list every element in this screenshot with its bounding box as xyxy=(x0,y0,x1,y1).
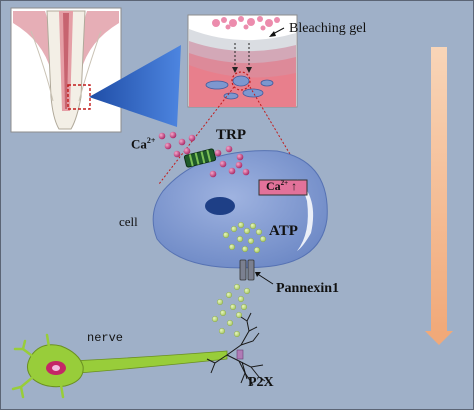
tooth-panel xyxy=(10,7,122,133)
calcium-increase-charge: 2+ xyxy=(280,179,289,187)
zoom-region-marker xyxy=(67,84,91,110)
nucleus xyxy=(205,197,235,215)
trp-label: TRP xyxy=(216,127,246,143)
released-atp xyxy=(211,284,250,338)
nerve-label: nerve xyxy=(87,331,124,345)
p2x-label: P2X xyxy=(248,375,274,390)
calcium-increase-label: Ca2+↑ xyxy=(266,179,297,194)
cell-focus-marker xyxy=(231,71,251,91)
downward-time-arrow-icon xyxy=(425,47,453,345)
bleaching-gel-blob xyxy=(212,16,280,31)
tooth-cross-section-icon xyxy=(13,10,119,130)
calcium-ions xyxy=(158,131,250,178)
neuron xyxy=(11,312,266,399)
calcium-increase-box xyxy=(258,179,308,196)
calcium-ion-label: Ca2+ xyxy=(131,136,155,152)
magnified-inset xyxy=(187,14,298,108)
calcium-increase-symbol: Ca xyxy=(266,179,281,193)
zoom-guide-lines xyxy=(158,86,307,185)
atp-label: ATP xyxy=(269,223,298,239)
nerve-terminals xyxy=(206,312,266,386)
calcium-increase-arrow: ↑ xyxy=(291,179,298,193)
calcium-ion-charge: 2+ xyxy=(146,136,156,145)
cell-highlight xyxy=(297,179,314,251)
diffusion-arrows xyxy=(234,43,250,69)
pannexin-label: Pannexin1 xyxy=(276,281,340,296)
p2x-receptor xyxy=(236,349,244,360)
p2x-pointer xyxy=(241,361,248,380)
cell-label: cell xyxy=(119,214,138,229)
trp-channel xyxy=(183,148,217,168)
axon xyxy=(70,350,228,374)
magnify-cone-icon xyxy=(89,45,181,127)
bleaching-gel-label: Bleaching gel xyxy=(289,21,367,36)
calcium-ion-symbol: Ca xyxy=(131,136,147,152)
cell xyxy=(152,150,328,269)
pannexin-channel xyxy=(239,259,274,285)
atp-molecules xyxy=(222,221,267,253)
odontoblast-cells xyxy=(205,75,274,100)
